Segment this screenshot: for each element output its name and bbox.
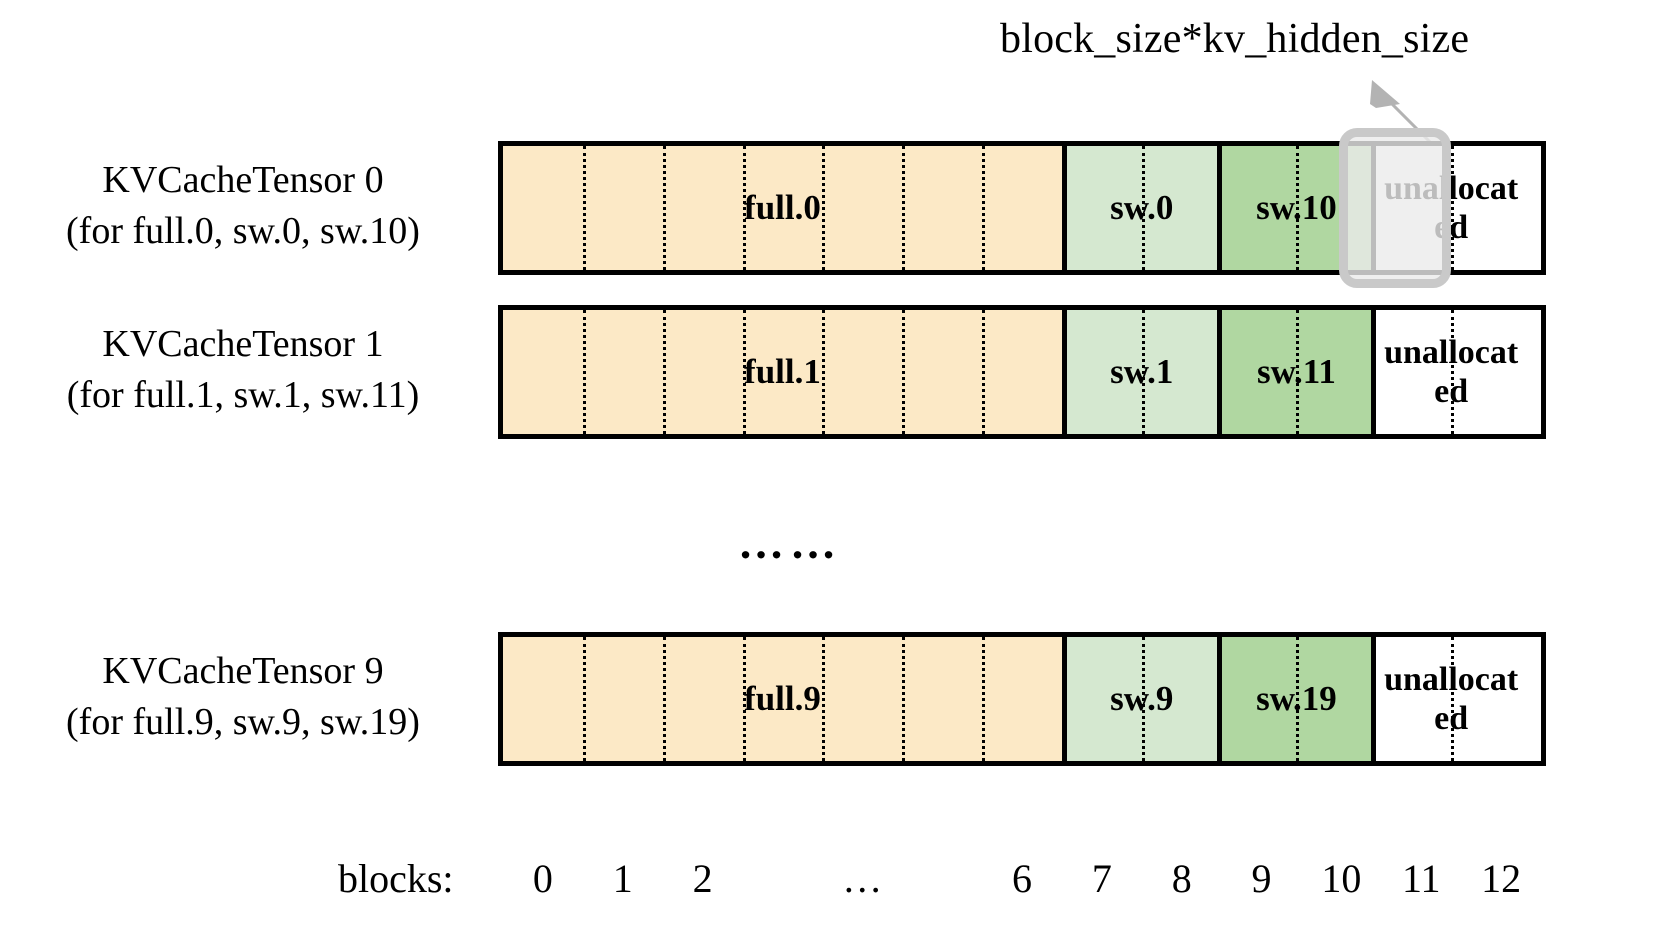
segment-sw-19[interactable]: sw.19 bbox=[1216, 637, 1372, 761]
segment-label: sw.11 bbox=[1257, 352, 1336, 392]
block-divider-dotted bbox=[902, 146, 906, 270]
block-divider-dotted bbox=[1296, 637, 1300, 761]
tensor-row-1: full.1 sw.1 sw.11 unallocated bbox=[498, 305, 1546, 439]
row-label-kvcachetensor-0: KVCacheTensor 0 (for full.0, sw.0, sw.10… bbox=[0, 155, 486, 257]
segment-sw-10[interactable]: sw.10 bbox=[1216, 146, 1372, 270]
segment-sw-11[interactable]: sw.11 bbox=[1216, 310, 1372, 434]
blocks-axis-tick: 2 bbox=[692, 856, 713, 901]
segment-full-1[interactable]: full.1 bbox=[503, 310, 1062, 434]
segment-label: sw.1 bbox=[1110, 352, 1174, 392]
blocks-axis-tick: 1 bbox=[612, 856, 633, 901]
segment-label: sw.9 bbox=[1110, 679, 1174, 719]
row-label-title: KVCacheTensor 9 bbox=[102, 650, 384, 692]
blocks-axis-tick: 9 bbox=[1251, 856, 1272, 901]
segment-label: sw.0 bbox=[1110, 188, 1174, 228]
block-divider-dotted bbox=[1141, 310, 1145, 434]
block-divider-dotted bbox=[662, 146, 666, 270]
block-divider-dotted bbox=[822, 310, 826, 434]
segment-full-9[interactable]: full.9 bbox=[503, 637, 1062, 761]
row-label-kvcachetensor-9: KVCacheTensor 9 (for full.9, sw.9, sw.19… bbox=[0, 646, 486, 748]
block-divider-dotted bbox=[1296, 310, 1300, 434]
row-label-title: KVCacheTensor 0 bbox=[102, 159, 384, 201]
segment-label: full.1 bbox=[744, 352, 821, 392]
segment-label: sw.19 bbox=[1256, 679, 1337, 719]
block-divider-dotted bbox=[822, 637, 826, 761]
block-divider-dotted bbox=[742, 310, 746, 434]
block-divider-dotted bbox=[1451, 310, 1455, 434]
block-divider-dotted bbox=[1451, 146, 1455, 270]
segment-label: unallocated bbox=[1384, 660, 1519, 737]
row-label-subtitle: (for full.9, sw.9, sw.19) bbox=[66, 700, 420, 743]
tensor-row-9: full.9 sw.9 sw.19 unallocated bbox=[498, 632, 1546, 766]
segment-sw-1[interactable]: sw.1 bbox=[1061, 310, 1217, 434]
segment-sw-9[interactable]: sw.9 bbox=[1061, 637, 1217, 761]
blocks-axis-caption: blocks: bbox=[338, 856, 454, 901]
block-divider-dotted bbox=[1141, 637, 1145, 761]
row-label-kvcachetensor-1: KVCacheTensor 1 (for full.1, sw.1, sw.11… bbox=[0, 319, 486, 421]
block-divider-dotted bbox=[582, 146, 586, 270]
blocks-axis-tick: 6 bbox=[1012, 856, 1032, 901]
segment-label: unallocated bbox=[1384, 333, 1519, 410]
segment-unallocated[interactable]: unallocated bbox=[1371, 146, 1526, 270]
block-divider-dotted bbox=[822, 146, 826, 270]
blocks-axis-tick: … bbox=[842, 856, 883, 901]
segment-unallocated[interactable]: unallocated bbox=[1371, 310, 1526, 434]
blocks-axis-tick: 7 bbox=[1091, 856, 1112, 901]
block-divider-dotted bbox=[982, 310, 986, 434]
blocks-axis-tick: 0 bbox=[532, 856, 553, 901]
block-divider-dotted bbox=[582, 310, 586, 434]
block-divider-dotted bbox=[1451, 637, 1455, 761]
blocks-axis-tick: 10 bbox=[1321, 856, 1362, 901]
block-divider-dotted bbox=[662, 310, 666, 434]
segment-label: full.9 bbox=[744, 679, 821, 719]
block-divider-dotted bbox=[662, 637, 666, 761]
row-label-title: KVCacheTensor 1 bbox=[102, 323, 384, 365]
block-divider-dotted bbox=[1296, 146, 1300, 270]
block-divider-dotted bbox=[1141, 146, 1145, 270]
segment-unallocated[interactable]: unallocated bbox=[1371, 637, 1526, 761]
blocks-axis-tick: 8 bbox=[1171, 856, 1192, 901]
annotation-arrow-icon bbox=[1370, 80, 1434, 146]
row-label-subtitle: (for full.1, sw.1, sw.11) bbox=[66, 373, 420, 416]
blocks-axis-tick: 12 bbox=[1481, 856, 1522, 901]
blocks-axis-tick: 11 bbox=[1401, 856, 1441, 901]
segment-label: unallocated bbox=[1384, 169, 1519, 246]
block-divider-dotted bbox=[742, 637, 746, 761]
block-divider-dotted bbox=[982, 146, 986, 270]
block-size-annotation-label: block_size*kv_hidden_size bbox=[1000, 16, 1470, 62]
block-divider-dotted bbox=[982, 637, 986, 761]
segment-sw-0[interactable]: sw.0 bbox=[1061, 146, 1217, 270]
block-divider-dotted bbox=[902, 637, 906, 761]
block-divider-dotted bbox=[742, 146, 746, 270]
block-divider-dotted bbox=[902, 310, 906, 434]
segment-full-0[interactable]: full.0 bbox=[503, 146, 1062, 270]
segment-label: full.0 bbox=[744, 188, 821, 228]
segment-label: sw.10 bbox=[1256, 188, 1337, 228]
tensor-row-0: full.0 sw.0 sw.10 unallocated bbox=[498, 141, 1546, 275]
row-label-subtitle: (for full.0, sw.0, sw.10) bbox=[66, 209, 420, 252]
block-divider-dotted bbox=[582, 637, 586, 761]
rows-continuation-ellipsis: …… bbox=[738, 517, 842, 568]
